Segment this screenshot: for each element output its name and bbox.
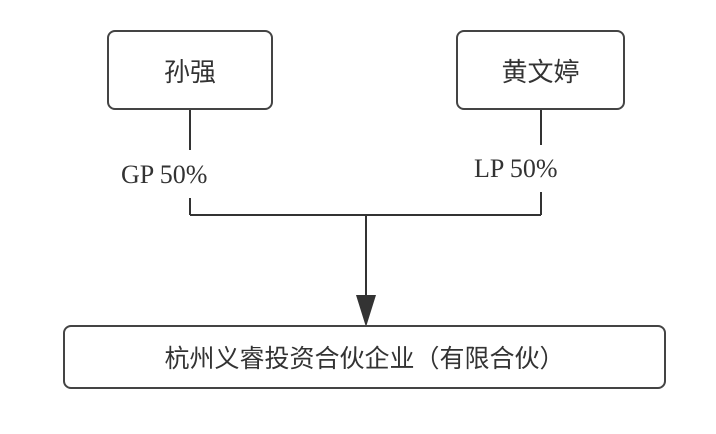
node-label: 杭州义睿投资合伙企业（有限合伙） (164, 344, 565, 373)
edge-label-gp: GP 50% (121, 160, 208, 189)
node-label: 孙强 (163, 57, 216, 88)
node-partnership: 杭州义睿投资合伙企业（有限合伙） (63, 325, 666, 389)
node-huang-wenting: 黄文婷 (456, 30, 625, 110)
edge-label-lp: LP 50% (474, 154, 558, 183)
node-sun-qiang: 孙强 (107, 30, 273, 110)
arrowhead-icon (356, 295, 376, 327)
node-label: 黄文婷 (501, 57, 580, 88)
